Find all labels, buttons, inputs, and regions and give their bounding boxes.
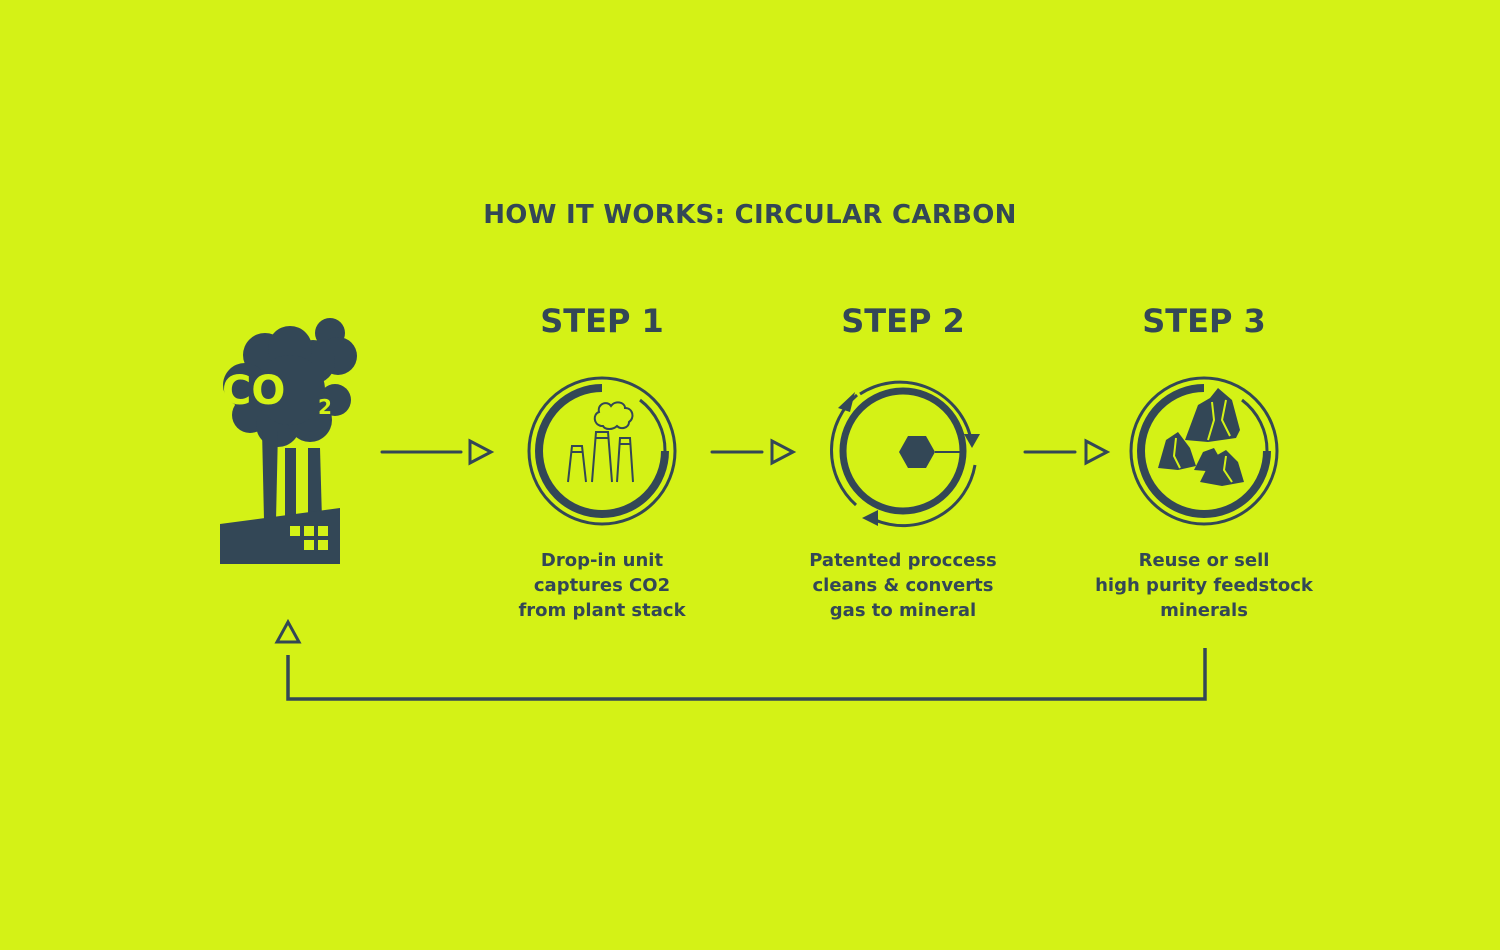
hexagon-icon xyxy=(899,436,935,468)
step-1-description: Drop-in unit captures CO2 from plant sta… xyxy=(452,548,752,623)
desc-line: Reuse or sell xyxy=(1138,550,1270,571)
desc-line: captures CO2 xyxy=(533,575,671,596)
step-3-heading: STEP 3 xyxy=(1142,302,1266,340)
factory-co2-icon xyxy=(220,318,357,564)
desc-line: high purity feedstock xyxy=(1095,575,1313,596)
rock-facets xyxy=(1172,399,1233,483)
smokestacks-icon xyxy=(567,401,634,483)
arrow-source-to-step1 xyxy=(380,438,495,466)
desc-line: Patented proccess xyxy=(809,550,997,571)
return-loop-arrow xyxy=(274,618,1207,701)
minerals-rocks-icon xyxy=(1158,388,1244,486)
step-2-icon xyxy=(829,380,980,528)
stack-middle xyxy=(285,448,296,520)
co2-subscript: 2 xyxy=(318,395,332,419)
diagram-title: HOW IT WORKS: CIRCULAR CARBON xyxy=(483,200,1017,230)
arrow-step2-to-step3 xyxy=(1023,438,1111,466)
step-3-description: Reuse or sell high purity feedstock mine… xyxy=(1054,548,1354,623)
step-1-heading: STEP 1 xyxy=(540,302,664,340)
co2-cloud xyxy=(223,318,357,447)
factory-windows xyxy=(290,526,328,550)
step-2-heading: STEP 2 xyxy=(841,302,965,340)
step-3-icon xyxy=(1129,376,1279,526)
step-2-description: Patented proccess cleans & converts gas … xyxy=(753,548,1053,623)
desc-line: cleans & converts xyxy=(812,575,994,596)
arrow-step1-to-step2 xyxy=(710,438,797,466)
co2-label: CO xyxy=(222,368,285,414)
stack-right xyxy=(308,448,322,520)
step-1-icon xyxy=(527,376,677,526)
desc-line: minerals xyxy=(1160,600,1248,621)
desc-line: from plant stack xyxy=(518,600,686,621)
desc-line: Drop-in unit xyxy=(540,550,664,571)
desc-line: gas to mineral xyxy=(829,600,977,621)
stack-left xyxy=(262,430,278,520)
